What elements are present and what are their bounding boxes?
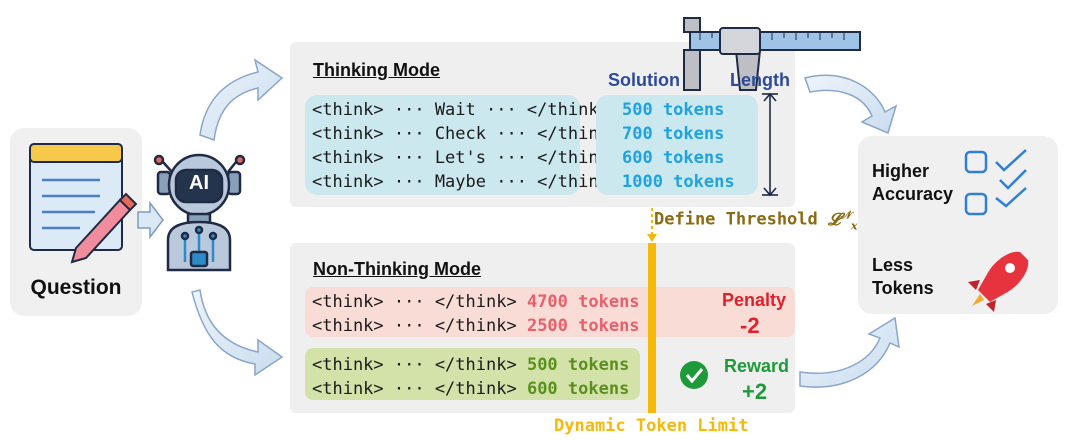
penalty-value: -2 (740, 313, 760, 338)
accuracy-label: Higher Accuracy (872, 161, 954, 204)
penalty-row-prefix: <think> ··· </think> (312, 316, 517, 336)
length-measure-arrow (762, 92, 778, 197)
checklist-icon (964, 149, 1027, 216)
thinking-mode-title: Thinking Mode (313, 60, 440, 80)
thinking-row: <think> ··· Let's ··· </think> (312, 148, 620, 168)
reward-row-prefix: <think> ··· </think> (312, 355, 517, 375)
solution-token-count: 1000 tokens (622, 172, 735, 192)
threshold-symbol: 𝓛𝒩x (828, 208, 858, 233)
arrow-to-nonthinking (191, 289, 284, 377)
thinking-row: <think> ··· Maybe ··· </think> (312, 172, 620, 192)
tokens-label: Less Tokens (872, 255, 934, 298)
thinking-row: <think> ··· Check ··· </think> (312, 124, 620, 144)
penalty-row: <think> ··· </think> 4700 tokens (312, 292, 640, 312)
penalty-row-prefix: <think> ··· </think> (312, 292, 517, 312)
solution-token-count: 500 tokens (622, 100, 725, 120)
reward-row-prefix: <think> ··· </think> (312, 379, 517, 399)
thinking-row: <think> ··· Wait ··· </think> (312, 100, 609, 120)
nonthinking-mode-title: Non-Thinking Mode (313, 259, 481, 279)
notepad-pencil-icon (29, 143, 138, 264)
penalty-row-tokens: 4700 tokens (526, 292, 640, 312)
threshold-label: Define Threshold 𝓛𝒩x (654, 208, 857, 232)
reward-rows-box (305, 348, 640, 400)
reward-row-tokens: 500 tokens (526, 355, 630, 375)
thinking-rows-box (305, 95, 580, 195)
penalty-row-tokens: 2500 tokens (526, 316, 640, 336)
reward-row: <think> ··· </think> 500 tokens (312, 355, 629, 375)
reward-label: Reward (724, 356, 790, 376)
reward-row-tokens: 600 tokens (526, 379, 630, 399)
solution-token-count: 700 tokens (622, 124, 725, 144)
threshold-pointer (647, 208, 657, 242)
solution-token-count: 600 tokens (622, 148, 725, 168)
arrow-to-outcome-bottom (799, 316, 900, 388)
arrow-to-thinking (199, 58, 284, 142)
penalty-rows-box (305, 287, 795, 337)
threshold-text: Define Threshold (654, 209, 818, 230)
length-header: Length (730, 70, 790, 90)
caliper-icon (683, 17, 861, 91)
dynamic-limit-label: Dynamic Token Limit (554, 416, 749, 436)
solution-tokens-box (596, 95, 758, 195)
question-label: Question (30, 276, 122, 299)
rocket-icon (968, 251, 1029, 312)
reward-value: +2 (742, 379, 768, 404)
robot-icon (153, 153, 246, 272)
solution-header: Solution (608, 70, 680, 90)
check-circle-icon (680, 361, 708, 389)
arrow-to-outcome-top (804, 74, 898, 135)
penalty-label: Penalty (722, 290, 787, 310)
reward-row: <think> ··· </think> 600 tokens (312, 379, 629, 399)
penalty-row: <think> ··· </think> 2500 tokens (312, 316, 640, 336)
arrow-question-to-robot (137, 200, 164, 240)
dynamic-limit-bar (648, 243, 656, 413)
robot-ai-badge: AI (189, 172, 209, 194)
